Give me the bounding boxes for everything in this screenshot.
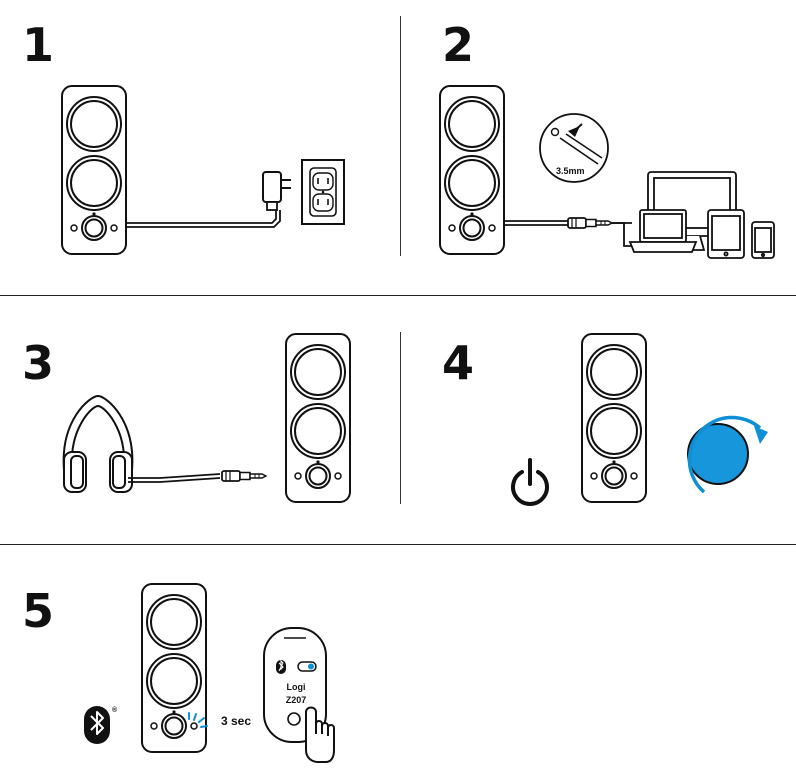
- headphones-icon: [62, 394, 134, 493]
- device-name-line1: Logi: [287, 682, 306, 692]
- step2-audio-cable: [504, 220, 568, 226]
- step4-speaker: [581, 333, 647, 503]
- devices-group: [628, 171, 775, 259]
- step-number-3: 3: [22, 336, 55, 390]
- power-adapter-icon: [262, 171, 291, 211]
- step1-speaker: [61, 85, 127, 255]
- volume-knob-icon: [687, 415, 768, 494]
- step-number-5: 5: [22, 584, 55, 638]
- hand-pointer-icon: [305, 706, 335, 763]
- registered-mark: ®: [112, 706, 118, 714]
- jack-detail-callout: 3.5mm: [539, 113, 609, 183]
- step-number-2: 2: [442, 18, 475, 72]
- divider-column-2: [400, 332, 401, 504]
- step3-speaker: [285, 333, 351, 503]
- step1-power-cable: [126, 210, 281, 228]
- bluetooth-icon: ®: [84, 706, 118, 744]
- pair-led-glow: [188, 712, 208, 728]
- divider-column-1: [400, 16, 401, 256]
- divider-row-1: [0, 295, 796, 296]
- jack-size-label: 3.5mm: [556, 166, 585, 176]
- divider-row-2: [0, 544, 796, 545]
- step2-audio-plug: [567, 217, 613, 229]
- hold-duration-label: 3 sec: [221, 714, 251, 728]
- power-icon: [511, 458, 549, 506]
- step2-speaker: [439, 85, 505, 255]
- step5-speaker: [141, 583, 207, 753]
- device-name-line2: Z207: [286, 695, 307, 705]
- step3-headphone-cable: [128, 473, 221, 483]
- step2-device-cable: [612, 222, 632, 247]
- step-number-4: 4: [442, 336, 475, 390]
- wall-outlet-icon: [301, 159, 345, 225]
- step-number-1: 1: [22, 18, 55, 72]
- step3-headphone-plug: [221, 470, 267, 482]
